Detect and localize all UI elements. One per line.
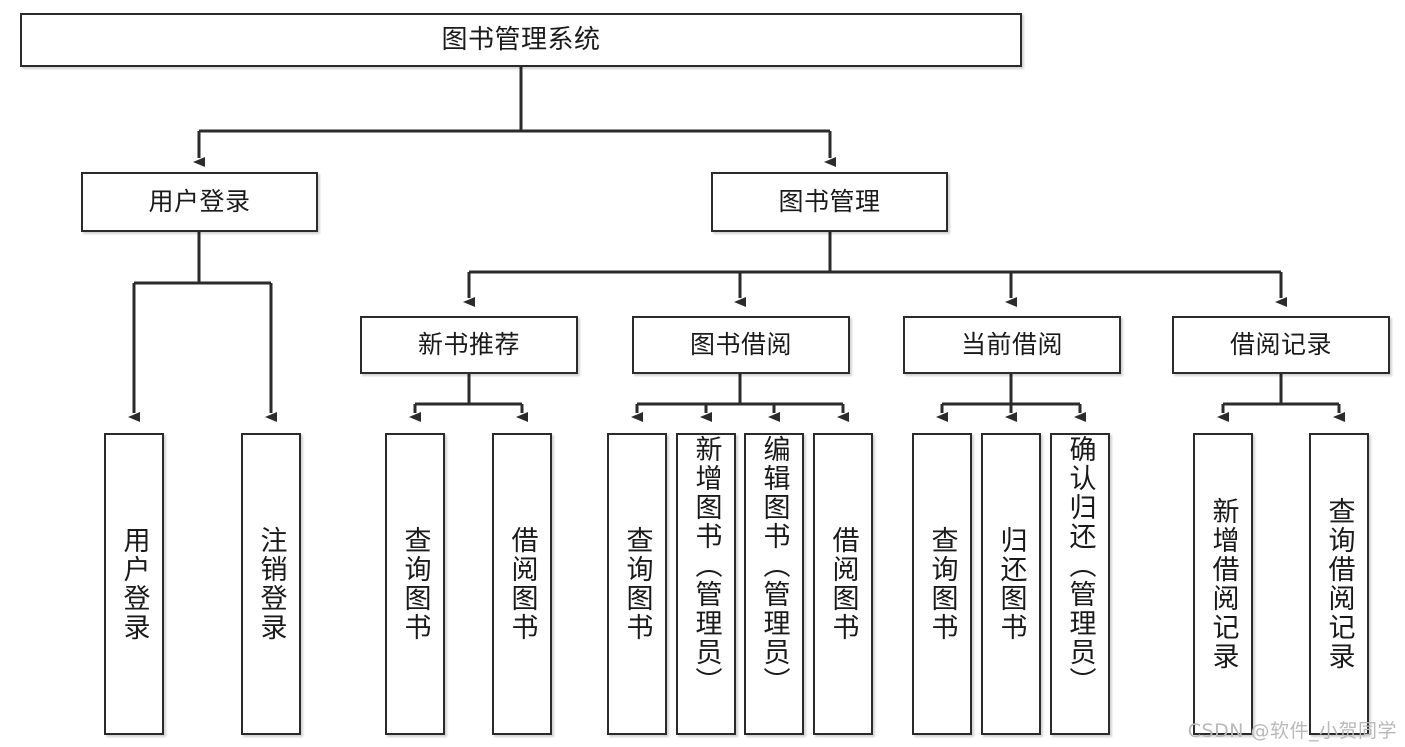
node-label: 新书推荐: [417, 330, 520, 360]
node-label: 查询借阅记录: [1323, 497, 1355, 671]
node-label: 新增借阅记录: [1207, 497, 1239, 671]
node-label: 查询图书: [621, 526, 653, 642]
node-new-book-recommend[interactable]: 新书推荐: [360, 316, 578, 374]
node-label: 新增图书（管理员）: [690, 435, 722, 696]
node-label: 查询图书: [399, 526, 431, 642]
leaf-add-book-admin[interactable]: 新增图书（管理员）: [676, 433, 736, 735]
node-book-borrow[interactable]: 图书借阅: [632, 316, 850, 374]
leaf-borrow-book[interactable]: 借阅图书: [813, 433, 873, 735]
leaf-query-borrow-record[interactable]: 查询借阅记录: [1309, 433, 1369, 735]
node-label: 用户登录: [148, 187, 251, 217]
leaf-confirm-return-admin[interactable]: 确认归还（管理员）: [1050, 433, 1110, 735]
node-label: 图书借阅: [689, 330, 792, 360]
leaf-user-login[interactable]: 用户登录: [104, 433, 164, 735]
leaf-logout[interactable]: 注销登录: [241, 433, 301, 735]
node-book-management[interactable]: 图书管理: [711, 172, 948, 232]
leaf-query-book-newbook[interactable]: 查询图书: [385, 433, 445, 735]
node-user-login[interactable]: 用户登录: [81, 172, 318, 232]
node-label: 当前借阅: [960, 330, 1063, 360]
node-current-borrow[interactable]: 当前借阅: [903, 316, 1121, 374]
watermark-text: CSDN @软件_小贺同学: [1187, 720, 1397, 742]
node-label: 借阅记录: [1229, 330, 1332, 360]
leaf-add-borrow-record[interactable]: 新增借阅记录: [1193, 433, 1253, 735]
node-label: 确认归还（管理员）: [1064, 435, 1096, 696]
node-label: 归还图书: [995, 526, 1027, 642]
leaf-borrow-book-newbook[interactable]: 借阅图书: [492, 433, 552, 735]
node-label: 编辑图书（管理员）: [758, 435, 790, 696]
leaf-query-book-borrow[interactable]: 查询图书: [607, 433, 667, 735]
node-label: 查询图书: [926, 526, 958, 642]
leaf-edit-book-admin[interactable]: 编辑图书（管理员）: [744, 433, 804, 735]
node-label: 图书管理系统: [441, 24, 601, 55]
leaf-return-book[interactable]: 归还图书: [981, 433, 1041, 735]
node-label: 图书管理: [778, 187, 881, 217]
node-label: 用户登录: [118, 526, 150, 642]
node-label: 借阅图书: [827, 526, 859, 642]
leaf-query-book-current[interactable]: 查询图书: [912, 433, 972, 735]
node-label: 借阅图书: [506, 526, 538, 642]
node-label: 注销登录: [255, 526, 287, 642]
node-root-system[interactable]: 图书管理系统: [20, 13, 1022, 67]
node-borrow-record[interactable]: 借阅记录: [1172, 316, 1390, 374]
